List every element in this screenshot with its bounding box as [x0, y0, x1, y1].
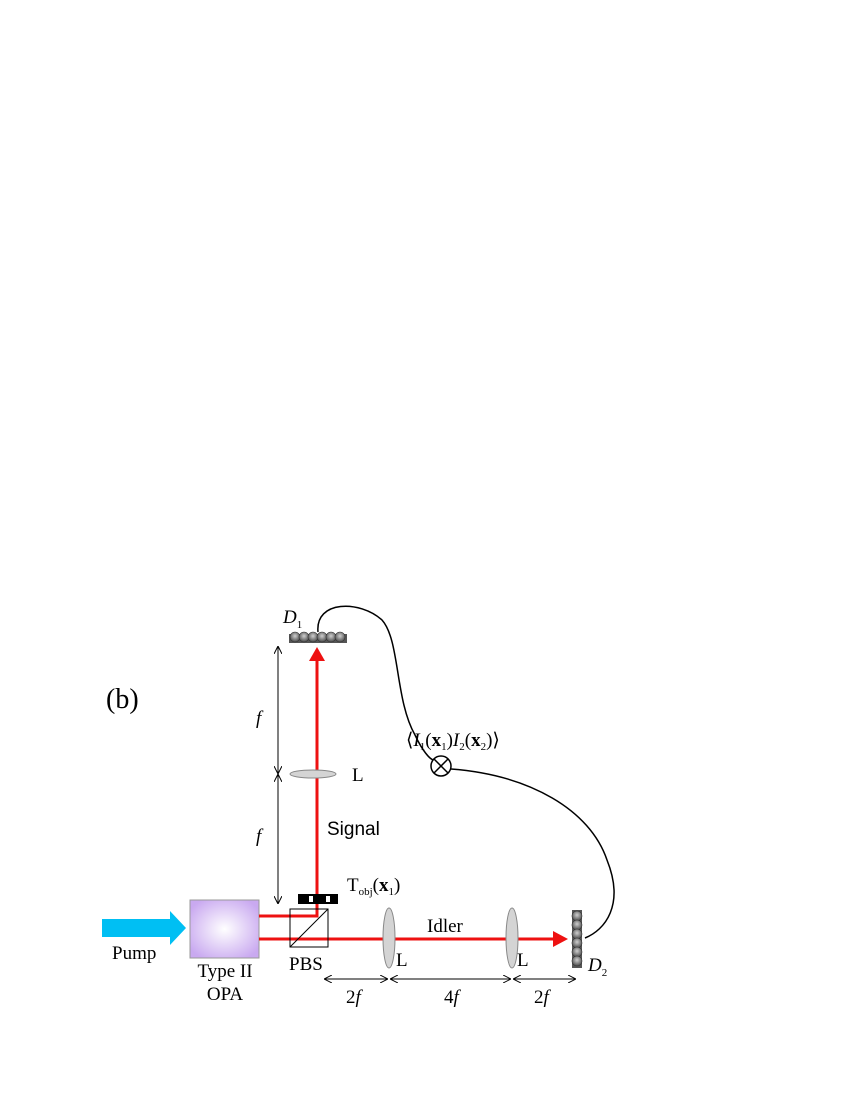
idler-beam-label: Idler	[427, 916, 464, 937]
distance-label-2f-second: 2f	[534, 987, 552, 1008]
pbs-label: PBS	[289, 954, 323, 975]
idler-lens-1	[382, 907, 396, 969]
object-transmission-label: Tobj(x1)	[347, 875, 400, 898]
signal-beam	[259, 660, 319, 918]
opa-label-line2: OPA	[207, 984, 244, 1005]
signal-beam-label: Signal	[327, 819, 380, 840]
opa-crystal	[189, 899, 260, 959]
object-mask	[298, 894, 338, 904]
panel-label: (b)	[106, 684, 139, 715]
detector-d2-label: D2	[587, 955, 607, 979]
pump-arrow	[102, 911, 186, 945]
detector-d2	[571, 910, 583, 968]
idler-lens-1-label: L	[396, 950, 408, 971]
distance-label-4f: 4f	[444, 987, 462, 1008]
signal-beam-arrowhead	[309, 647, 325, 661]
signal-lens-label: L	[352, 765, 364, 786]
idler-lens-2	[505, 907, 519, 969]
cable-d1-to-correlator	[317, 605, 435, 761]
idler-beam-arrowhead	[553, 931, 568, 947]
polarizing-beam-splitter	[289, 908, 329, 948]
correlator-symbol	[430, 755, 452, 777]
distance-label-upper: f	[256, 708, 264, 729]
distance-label-lower: f	[256, 826, 264, 847]
opa-label-line1: Type II	[197, 961, 252, 982]
correlation-label: ⟨I1(x1)I2(x2)⟩	[406, 730, 500, 753]
idler-lens-2-label: L	[517, 950, 529, 971]
signal-lens	[289, 769, 337, 779]
distance-label-2f-first: 2f	[346, 987, 364, 1008]
cable-correlator-to-d2	[450, 768, 615, 939]
detector-d1	[289, 631, 347, 643]
detector-d1-label: D1	[282, 607, 302, 631]
pump-label: Pump	[112, 943, 156, 964]
